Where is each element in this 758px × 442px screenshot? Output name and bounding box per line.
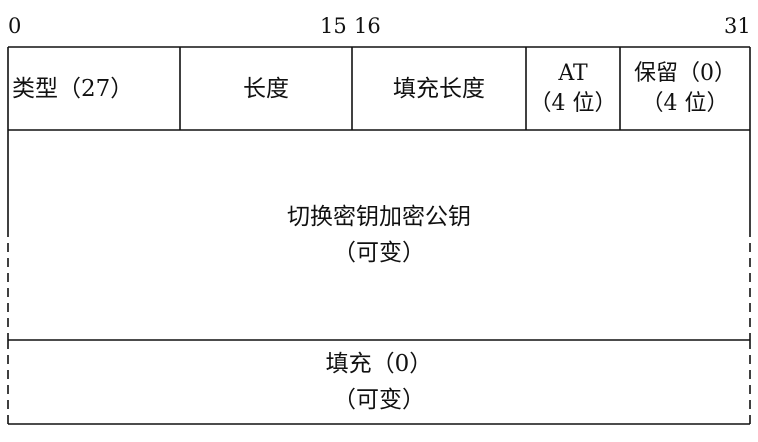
field-padding: 填充（0） （可变） — [8, 340, 750, 424]
field-reserved-label: 保留（0） — [634, 60, 736, 86]
bit-label-0: 0 — [8, 14, 22, 38]
field-handover-key-label: 切换密钥加密公钥 — [287, 204, 471, 230]
field-type: 类型（27） — [8, 47, 180, 130]
field-at-label: AT — [558, 60, 588, 86]
field-handover-key-size: （可变） — [333, 240, 425, 266]
field-type-label: 类型（27） — [12, 75, 134, 102]
bit-label-15: 15 — [320, 14, 347, 38]
field-handover-key: 切换密钥加密公钥 （可变） — [8, 130, 750, 340]
bit-label-31: 31 — [724, 14, 751, 38]
field-padding-label: 填充（0） — [325, 351, 433, 377]
field-at: AT （4 位） — [526, 47, 620, 130]
field-reserved: 保留（0） （4 位） — [620, 47, 750, 130]
field-reserved-size: （4 位） — [641, 90, 729, 116]
field-padding-size: （可变） — [333, 387, 425, 413]
field-length: 长度 — [180, 47, 352, 130]
bit-label-16: 16 — [354, 14, 381, 38]
field-length-label: 长度 — [243, 75, 289, 102]
field-at-size: （4 位） — [529, 90, 617, 116]
field-padding-length-label: 填充长度 — [393, 75, 485, 102]
field-padding-length: 填充长度 — [352, 47, 526, 130]
